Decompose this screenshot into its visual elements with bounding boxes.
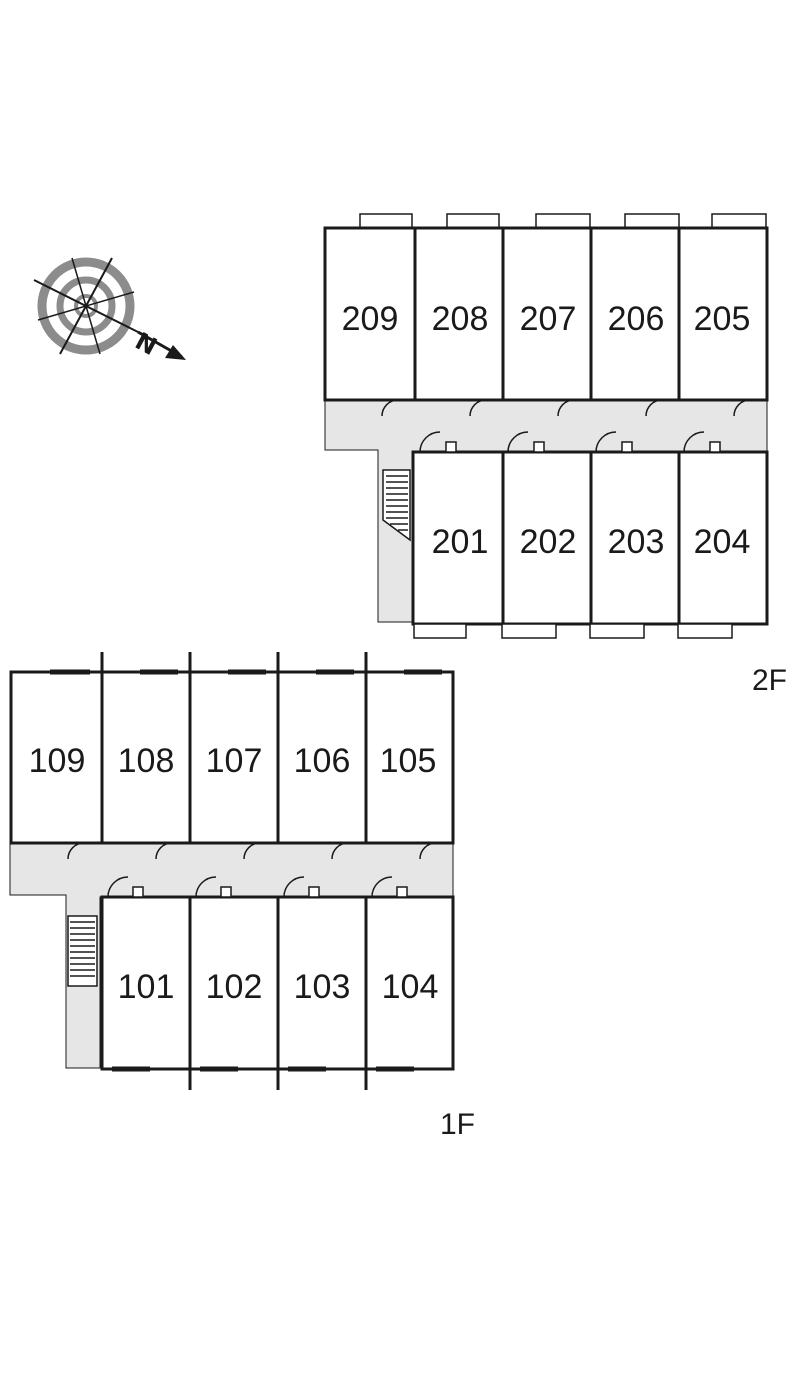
room-108: 108 [100, 669, 192, 860]
room-209: 209 [323, 213, 417, 417]
room-number: 205 [694, 300, 751, 338]
room-number: 203 [608, 523, 665, 561]
room-109: 109 [9, 669, 104, 860]
room-number: 206 [608, 300, 665, 338]
room-205: 205 [677, 213, 769, 417]
floor-label-1f: 1F [440, 1108, 475, 1141]
room-number: 109 [29, 742, 86, 780]
room-number: 108 [118, 742, 175, 780]
room-number: 207 [520, 300, 577, 338]
room-105: 105 [364, 669, 455, 860]
floor-1f: 109 108 107 106 105 [9, 652, 475, 1141]
room-103: 103 [276, 876, 368, 1072]
room-number: 208 [432, 300, 489, 338]
room-number: 102 [206, 968, 263, 1006]
room-number: 202 [520, 523, 577, 561]
room-104: 104 [364, 876, 455, 1072]
room-101: 101 [100, 876, 192, 1072]
room-number: 201 [432, 523, 489, 561]
stairs-1f [67, 915, 98, 987]
north-compass-icon: N [33, 257, 186, 361]
room-number: 104 [382, 968, 439, 1006]
compass-north-label: N [131, 327, 162, 361]
room-number: 105 [380, 742, 437, 780]
room-206: 206 [589, 213, 681, 417]
room-202: 202 [501, 431, 593, 639]
room-208: 208 [413, 213, 505, 417]
room-107: 107 [188, 669, 280, 860]
floor-2f: 209 208 207 206 205 [323, 213, 787, 697]
room-102: 102 [188, 876, 280, 1072]
stairs-2f [382, 469, 411, 542]
room-number: 209 [342, 300, 399, 338]
room-203: 203 [589, 431, 681, 639]
room-number: 204 [694, 523, 751, 561]
room-201: 201 [411, 431, 505, 639]
room-number: 107 [206, 742, 263, 780]
room-number: 101 [118, 968, 175, 1006]
floor-label-2f: 2F [752, 664, 787, 697]
room-number: 103 [294, 968, 351, 1006]
room-number: 106 [294, 742, 351, 780]
room-204: 204 [677, 431, 769, 639]
room-207: 207 [501, 213, 593, 417]
room-106: 106 [276, 669, 368, 860]
